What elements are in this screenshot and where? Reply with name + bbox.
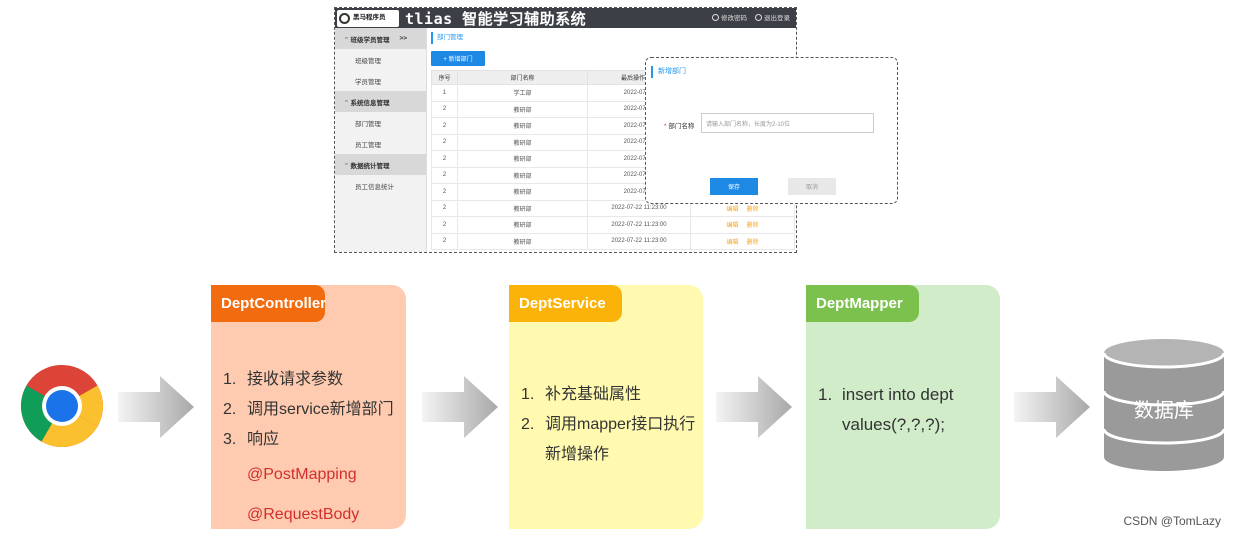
table-cell: 1 bbox=[431, 84, 458, 102]
table-cell: 教研部 bbox=[457, 216, 588, 234]
breadcrumb: 部门管理 bbox=[431, 32, 796, 44]
column-header: 部门名称 bbox=[457, 70, 588, 85]
required-mark: * bbox=[664, 123, 667, 130]
table-cell: 2 bbox=[431, 166, 458, 184]
sidebar-group-system[interactable]: 系统信息管理 bbox=[335, 91, 426, 112]
list-item: 3.响应 bbox=[223, 431, 280, 448]
card-title: DeptController bbox=[211, 285, 326, 322]
arrow-right-icon bbox=[118, 376, 194, 438]
table-cell: 2 bbox=[431, 150, 458, 168]
annotation: @PostMapping bbox=[247, 466, 357, 483]
card-title: DeptService bbox=[509, 285, 622, 322]
table-cell: 2 bbox=[431, 117, 458, 135]
delete-link[interactable]: 删除 bbox=[746, 223, 759, 230]
card-title: DeptMapper bbox=[806, 285, 919, 322]
edit-icon bbox=[712, 14, 719, 21]
table-cell: 教研部 bbox=[457, 199, 588, 217]
card-body: 1.insert into dept values(?,?,?); bbox=[818, 380, 996, 440]
dialog-title: 新增部门 bbox=[651, 66, 686, 78]
dept-service-card: DeptService 1.补充基础属性 2.调用mapper接口执行新增操作 bbox=[509, 285, 703, 529]
edit-link[interactable]: 编辑 bbox=[726, 239, 739, 246]
save-button[interactable]: 保存 bbox=[710, 178, 758, 195]
app-title: tlias 智能学习辅助系统 bbox=[405, 9, 587, 28]
list-item: 1.补充基础属性 bbox=[521, 386, 642, 403]
add-dept-button[interactable]: + 新增部门 bbox=[431, 51, 485, 66]
change-password-link[interactable]: 修改密码 bbox=[712, 12, 747, 22]
table-cell: 2 bbox=[431, 199, 458, 217]
table-cell: 教研部 bbox=[457, 232, 588, 250]
list-item: 2.调用mapper接口执行新增操作 bbox=[521, 416, 696, 463]
chrome-icon bbox=[21, 365, 103, 447]
list-item: 1.insert into dept values(?,?,?); bbox=[818, 385, 954, 434]
sidebar-item-employee-stats[interactable]: 员工信息统计 bbox=[355, 183, 394, 191]
arrow-right-icon bbox=[716, 376, 792, 438]
table-cell: 教研部 bbox=[457, 166, 588, 184]
table-cell: 教研部 bbox=[457, 150, 588, 168]
app-header: 黑马程序员 tlias 智能学习辅助系统 修改密码 退出登录 bbox=[335, 8, 796, 28]
table-cell: 2 bbox=[431, 232, 458, 250]
database-icon bbox=[1103, 339, 1225, 471]
dept-controller-card: DeptController 1.接收请求参数 2.调用service新增部门 … bbox=[211, 285, 406, 529]
logo: 黑马程序员 bbox=[337, 9, 399, 27]
annotation: @RequestBody bbox=[247, 506, 360, 523]
edit-link[interactable]: 编辑 bbox=[726, 206, 739, 213]
row-actions: 编辑删除 bbox=[690, 216, 795, 234]
power-icon bbox=[755, 14, 762, 21]
collapse-icon[interactable]: >> bbox=[399, 35, 408, 42]
logout-link[interactable]: 退出登录 bbox=[755, 12, 790, 22]
dept-mapper-card: DeptMapper 1.insert into dept values(?,?… bbox=[806, 285, 1000, 529]
delete-link[interactable]: 删除 bbox=[746, 206, 759, 213]
card-body: 1.补充基础属性 2.调用mapper接口执行新增操作 bbox=[521, 380, 699, 470]
sidebar-item-student[interactable]: 学员管理 bbox=[355, 78, 381, 86]
table-cell: 教研部 bbox=[457, 133, 588, 151]
table-cell: 教研部 bbox=[457, 117, 588, 135]
table-cell: 2 bbox=[431, 133, 458, 151]
main-content: 部门管理 + 新增部门 序号 部门名称 最后操作时间 操作 1学工部2022-0… bbox=[431, 32, 796, 250]
sidebar: 班级学员管理>> 班级管理 学员管理 系统信息管理 部门管理 员工管理 数据统计… bbox=[335, 28, 427, 252]
table-cell: 2022-07-22 11:23:00 bbox=[587, 216, 691, 234]
sidebar-item-dept[interactable]: 部门管理 bbox=[355, 120, 381, 128]
add-dept-dialog: 新增部门 * 部门名称 请输入部门名称，长度为2-10位 保存 取消 bbox=[645, 57, 898, 204]
logo-icon bbox=[339, 12, 350, 24]
row-actions: 编辑删除 bbox=[690, 232, 795, 250]
table-cell: 教研部 bbox=[457, 183, 588, 201]
arrow-right-icon bbox=[422, 376, 498, 438]
table-cell: 2022-07-22 11:23:00 bbox=[587, 232, 691, 250]
card-body: 1.接收请求参数 2.调用service新增部门 3.响应 @PostMappi… bbox=[223, 365, 402, 535]
sidebar-item-class[interactable]: 班级管理 bbox=[355, 57, 381, 65]
table-cell: 教研部 bbox=[457, 100, 588, 118]
delete-link[interactable]: 删除 bbox=[746, 239, 759, 246]
edit-link[interactable]: 编辑 bbox=[726, 223, 739, 230]
list-item: 1.接收请求参数 bbox=[223, 371, 344, 388]
logo-text: 黑马程序员 bbox=[353, 13, 386, 21]
database-label: 数据库 bbox=[1134, 400, 1194, 422]
table-cell: 2 bbox=[431, 100, 458, 118]
sidebar-group-class-student[interactable]: 班级学员管理>> bbox=[335, 28, 426, 49]
table-cell: 学工部 bbox=[457, 84, 588, 102]
sidebar-group-stats[interactable]: 数据统计管理 bbox=[335, 154, 426, 175]
watermark: CSDN @TomLazy bbox=[1123, 514, 1221, 528]
list-item: 2.调用service新增部门 bbox=[223, 401, 394, 418]
arrow-right-icon bbox=[1014, 376, 1090, 438]
cancel-button[interactable]: 取消 bbox=[788, 178, 836, 195]
column-header: 序号 bbox=[431, 70, 458, 85]
dept-name-input[interactable]: 请输入部门名称，长度为2-10位 bbox=[701, 113, 874, 133]
table-cell: 2 bbox=[431, 183, 458, 201]
sidebar-item-employee[interactable]: 员工管理 bbox=[355, 141, 381, 149]
dept-name-label: * 部门名称 bbox=[664, 123, 695, 130]
table-cell: 2 bbox=[431, 216, 458, 234]
